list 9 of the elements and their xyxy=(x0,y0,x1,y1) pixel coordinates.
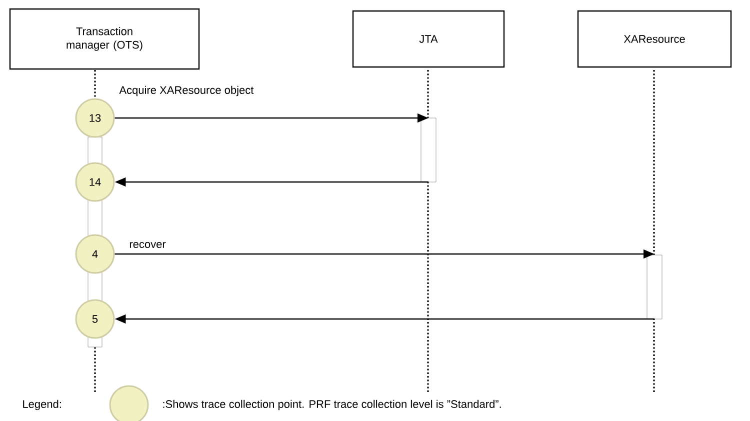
lifeline-head-box: XAResource xyxy=(577,10,732,68)
text-label: Legend: xyxy=(23,400,61,410)
edge-label: recover xyxy=(128,241,167,250)
edge-label: Acquire XAResource object xyxy=(118,84,255,98)
legend-text: :Shows trace collection point. PRF trace collection level is ”Standard”. xyxy=(163,400,501,410)
activation-bar xyxy=(420,118,436,182)
lifeline-head-box: JTA xyxy=(352,10,505,68)
activation-bar xyxy=(646,254,662,320)
lifeline-head-box: Transaction manager (OTS) xyxy=(9,8,200,70)
